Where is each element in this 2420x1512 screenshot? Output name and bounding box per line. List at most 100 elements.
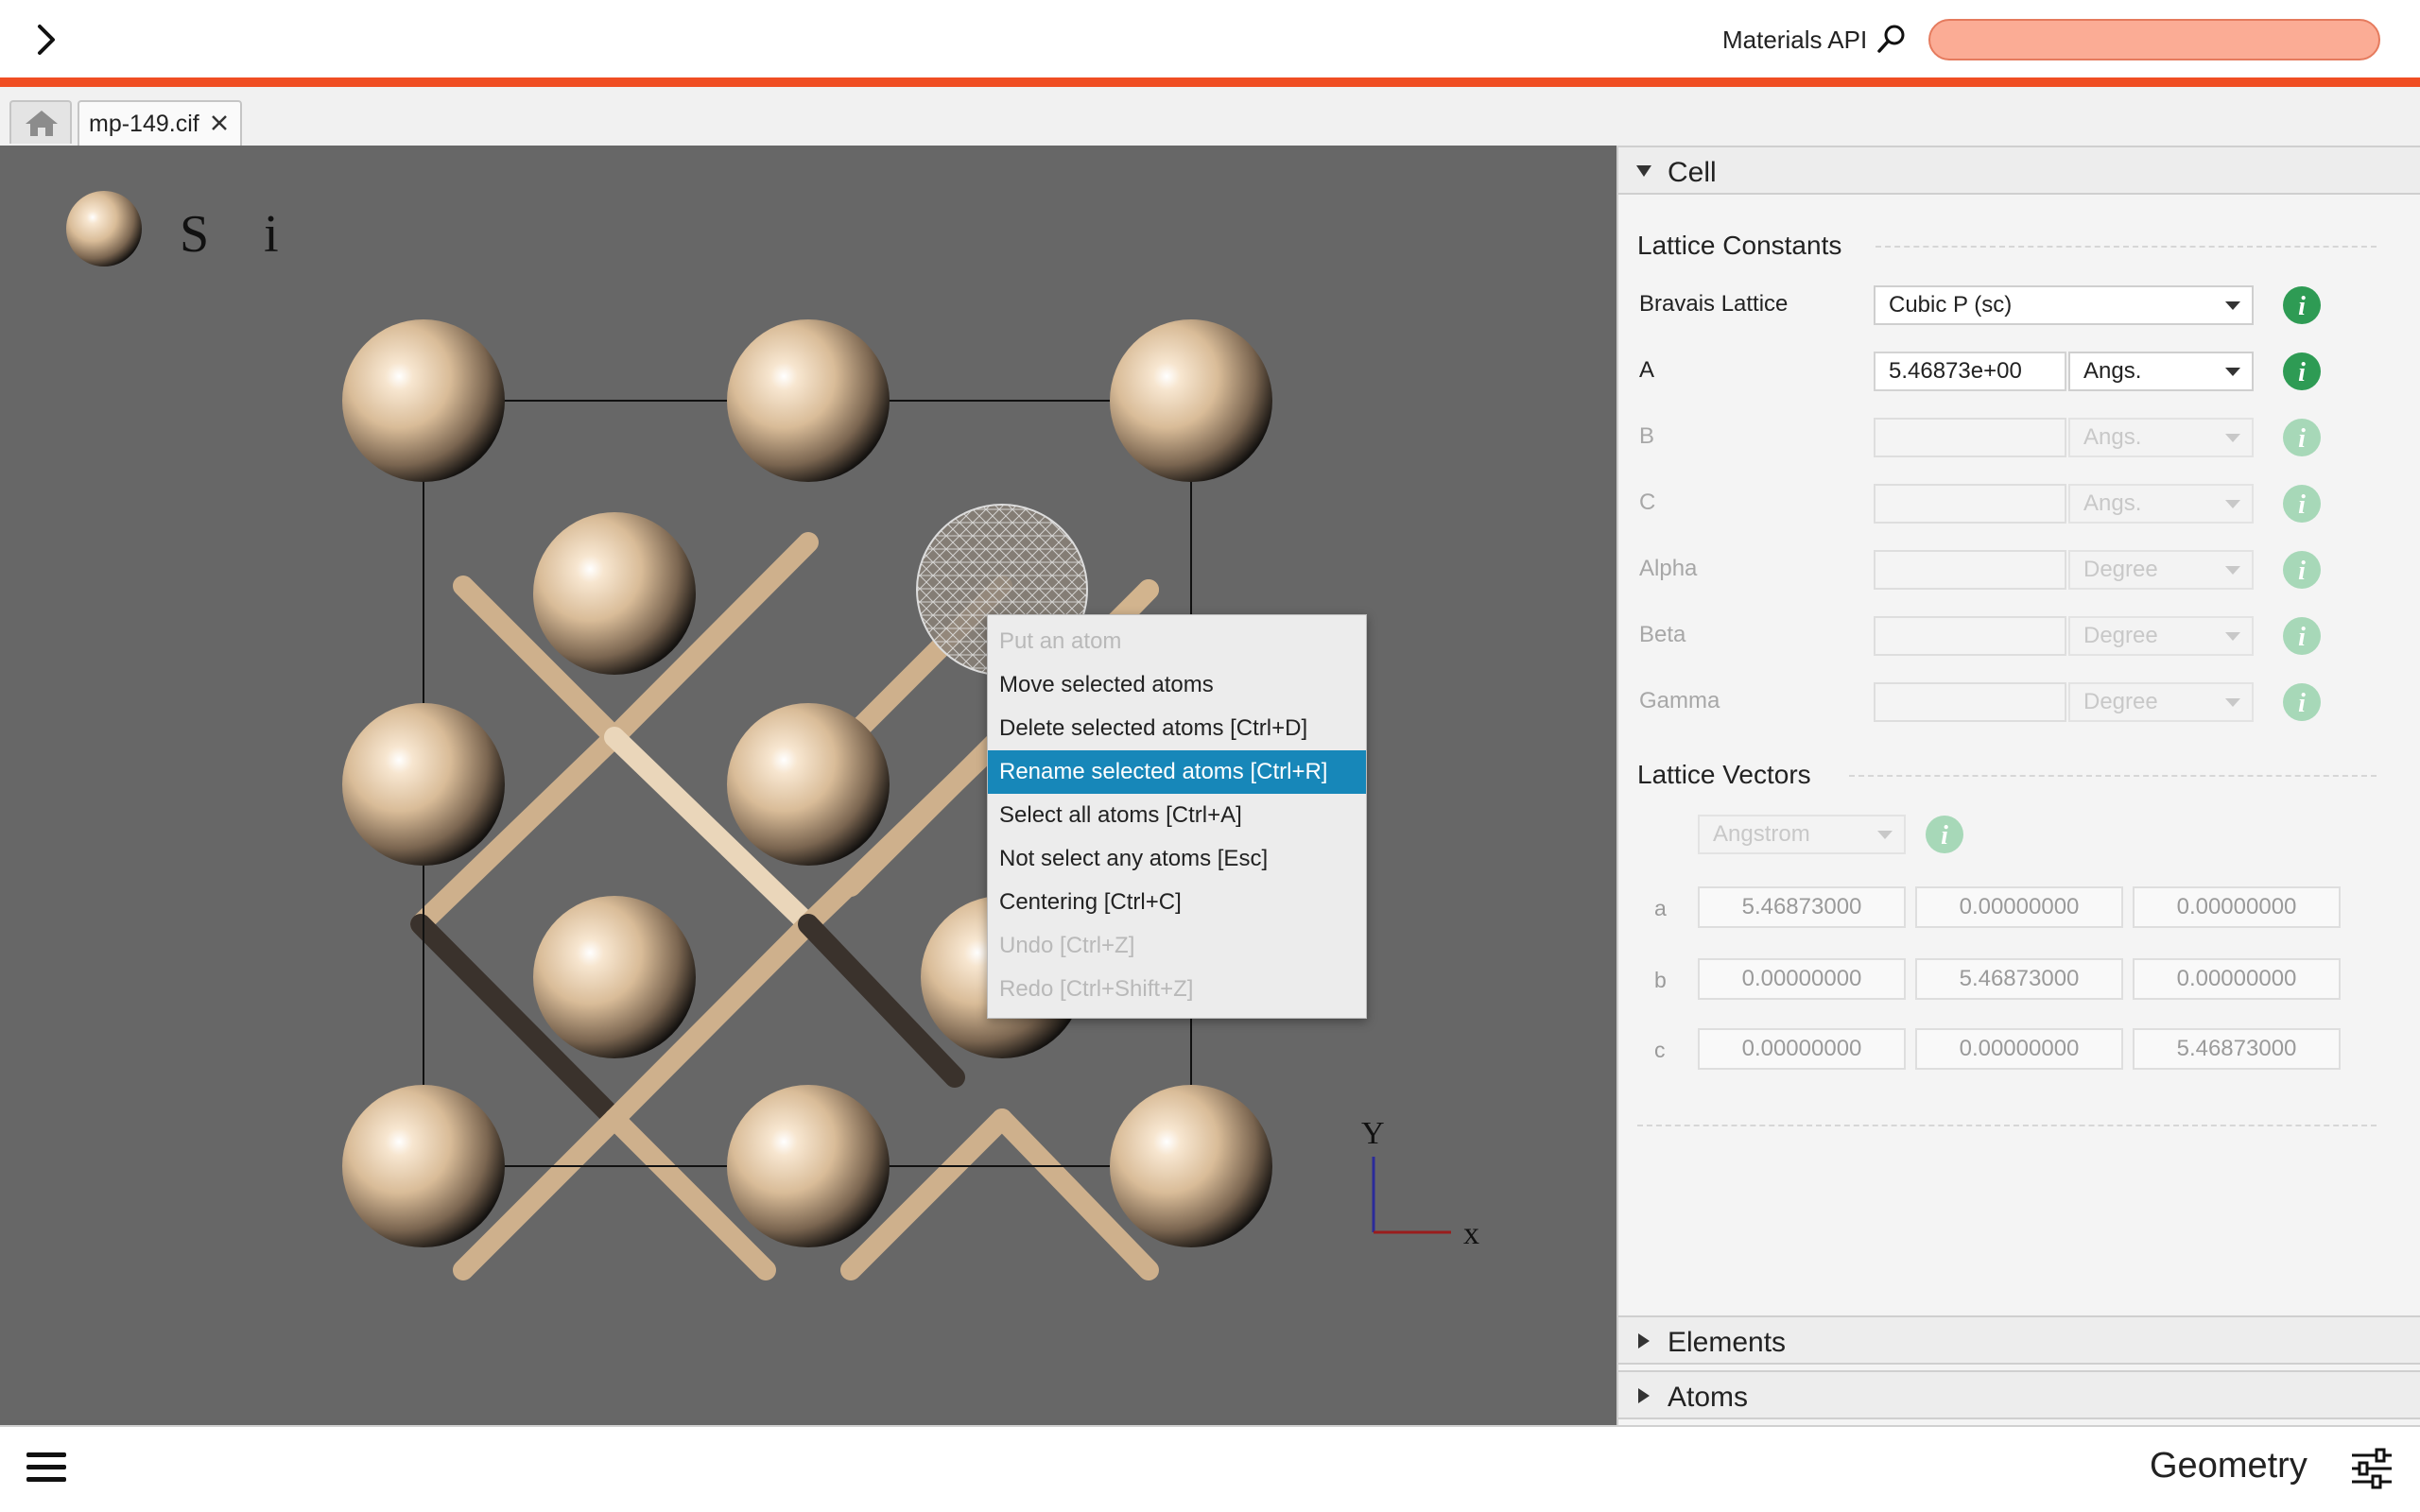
menu-item-move-selected[interactable]: Move selected atoms	[999, 672, 1214, 697]
chevron-down-icon	[1877, 831, 1893, 839]
menu-item-put-atom[interactable]: Put an atom	[999, 628, 1122, 654]
vector-a-z[interactable]	[2133, 886, 2341, 928]
param-c-unit-select[interactable]: Angs.	[2068, 484, 2254, 524]
elements-section-header[interactable]: Elements	[1618, 1315, 2420, 1365]
atoms-title: Atoms	[1668, 1382, 1749, 1413]
chevron-down-icon	[2225, 301, 2240, 310]
axis-indicator: Y x	[1361, 1116, 1479, 1251]
info-icon[interactable]: i	[2282, 616, 2322, 656]
info-icon[interactable]: i	[2282, 285, 2322, 325]
param-c-input[interactable]	[1874, 484, 2066, 524]
param-b-unit-select[interactable]: Angs.	[2068, 418, 2254, 457]
vector-b-x[interactable]	[1698, 958, 1906, 1000]
vector-c-x[interactable]	[1698, 1028, 1906, 1070]
menu-item-redo[interactable]: Redo [Ctrl+Shift+Z]	[999, 976, 1194, 1002]
chevron-down-icon	[2225, 434, 2240, 442]
menu-item-delete-selected[interactable]: Delete selected atoms [Ctrl+D]	[999, 715, 1308, 741]
properties-panel: Cell Lattice Constants Bravais Lattice C…	[1616, 146, 2420, 1425]
atoms-section-header[interactable]: Atoms	[1618, 1370, 2420, 1419]
accent-line	[0, 77, 2420, 87]
search-input[interactable]	[1928, 19, 2380, 60]
chevron-down-icon	[2225, 632, 2240, 641]
svg-text:i: i	[2298, 557, 2306, 586]
bravais-lattice-select[interactable]: Cubic P (sc)	[1874, 285, 2254, 325]
vector-b-z[interactable]	[2133, 958, 2341, 1000]
param-beta-unit-select[interactable]: Degree	[2068, 616, 2254, 656]
param-gamma-unit: Degree	[2083, 689, 2158, 714]
param-gamma-unit-select[interactable]: Degree	[2068, 682, 2254, 722]
triangle-right-icon	[1638, 1333, 1650, 1349]
menu-item-rename-selected[interactable]: Rename selected atoms [Ctrl+R]	[988, 750, 1366, 794]
vector-a-y[interactable]	[1915, 886, 2123, 928]
sliders-icon[interactable]	[2350, 1448, 2394, 1489]
param-a-input[interactable]	[1874, 352, 2066, 391]
bravais-lattice-label: Bravais Lattice	[1639, 291, 1789, 317]
info-icon[interactable]: i	[2282, 418, 2322, 457]
home-tab[interactable]	[9, 100, 72, 144]
svg-text:i: i	[2298, 358, 2306, 387]
vector-c-z[interactable]	[2133, 1028, 2341, 1070]
vector-c-y[interactable]	[1915, 1028, 2123, 1070]
tab-mp-149-cif[interactable]: mp-149.cif	[78, 100, 242, 146]
vector-b-y[interactable]	[1915, 958, 2123, 1000]
cell-title: Cell	[1668, 157, 1717, 188]
param-gamma-input[interactable]	[1874, 682, 2066, 722]
cell-section-header[interactable]: Cell	[1618, 146, 2420, 195]
param-b-label: B	[1639, 423, 1655, 449]
menu-item-select-none[interactable]: Not select any atoms [Esc]	[999, 846, 1269, 871]
info-icon[interactable]: i	[2282, 484, 2322, 524]
section-divider	[1637, 1125, 2377, 1126]
vector-unit-select[interactable]: Angstrom	[1698, 815, 1906, 854]
chevron-right-icon[interactable]	[28, 21, 66, 59]
param-alpha-unit: Degree	[2083, 557, 2158, 582]
info-icon[interactable]: i	[2282, 550, 2322, 590]
svg-text:i: i	[2298, 689, 2306, 718]
vector-c-label: c	[1654, 1038, 1666, 1062]
triangle-right-icon	[1638, 1388, 1650, 1403]
hamburger-menu-icon[interactable]	[25, 1446, 68, 1489]
param-beta-label: Beta	[1639, 622, 1686, 647]
chevron-down-icon	[2225, 500, 2240, 508]
info-icon[interactable]: i	[2282, 352, 2322, 391]
lattice-constants-title: Lattice Constants	[1637, 231, 1842, 260]
svg-text:i: i	[1941, 821, 1948, 850]
param-b-unit: Angs.	[2083, 424, 2142, 450]
home-icon	[26, 111, 58, 136]
info-icon[interactable]: i	[1925, 815, 1964, 854]
info-icon[interactable]: i	[2282, 682, 2322, 722]
menu-item-undo[interactable]: Undo [Ctrl+Z]	[999, 933, 1135, 958]
atoms	[342, 319, 1272, 1247]
lattice-vectors-title: Lattice Vectors	[1637, 760, 1811, 789]
param-beta-unit: Degree	[2083, 623, 2158, 648]
vector-unit-value: Angstrom	[1713, 821, 1810, 847]
param-b-input[interactable]	[1874, 418, 2066, 457]
param-alpha-unit-select[interactable]: Degree	[2068, 550, 2254, 590]
chevron-down-icon	[2225, 368, 2240, 376]
svg-text:i: i	[2298, 490, 2306, 520]
structure-viewport[interactable]: S i Y x	[0, 146, 1616, 1425]
param-a-unit: Angs.	[2083, 358, 2142, 384]
vector-a-label: a	[1654, 896, 1667, 920]
svg-text:i: i	[2298, 623, 2306, 652]
mode-label: Geometry	[2150, 1446, 2308, 1486]
svg-text:i: i	[2298, 292, 2306, 321]
menu-item-centering[interactable]: Centering [Ctrl+C]	[999, 889, 1182, 915]
section-divider	[1876, 246, 2377, 248]
menu-item-select-all[interactable]: Select all atoms [Ctrl+A]	[999, 802, 1242, 828]
param-alpha-input[interactable]	[1874, 550, 2066, 590]
context-menu: Put an atom Move selected atoms Delete s…	[987, 614, 1367, 1019]
close-icon[interactable]	[208, 112, 231, 134]
tab-label: mp-149.cif	[89, 111, 199, 137]
chevron-down-icon	[2225, 566, 2240, 575]
param-beta-input[interactable]	[1874, 616, 2066, 656]
param-alpha-label: Alpha	[1639, 556, 1698, 581]
param-c-unit: Angs.	[2083, 490, 2142, 516]
vector-b-label: b	[1654, 968, 1667, 992]
elements-title: Elements	[1668, 1327, 1787, 1358]
param-a-unit-select[interactable]: Angs.	[2068, 352, 2254, 391]
axis-x-label: x	[1463, 1216, 1479, 1251]
element-legend: S i	[66, 191, 279, 266]
section-divider	[1849, 775, 2377, 777]
search-icon[interactable]	[1876, 23, 1908, 55]
vector-a-x[interactable]	[1698, 886, 1906, 928]
